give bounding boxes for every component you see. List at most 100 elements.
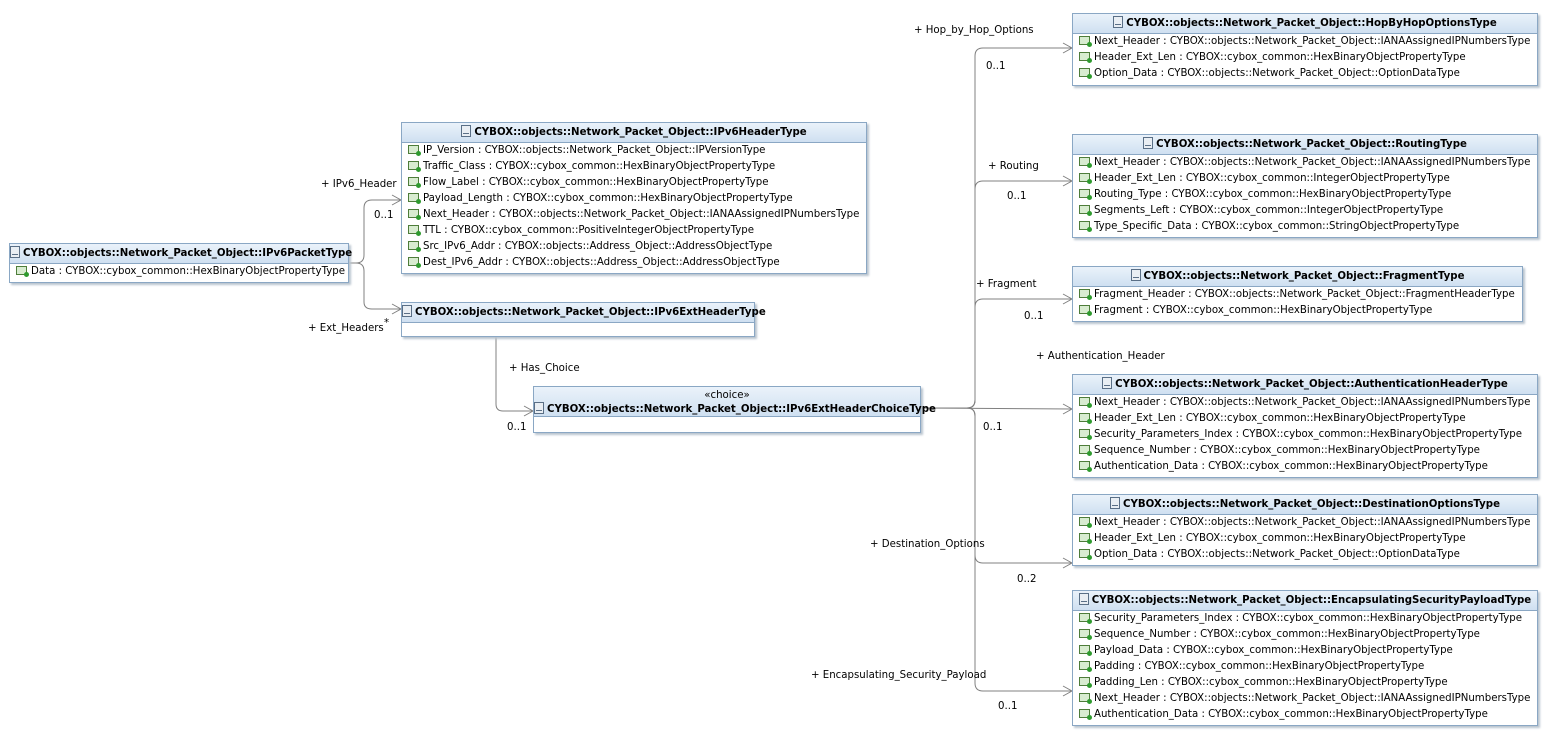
attribute-row[interactable]: Next_Header : CYBOX::objects::Network_Pa… xyxy=(1073,691,1537,707)
class-header: CYBOX::objects::Network_Packet_Object::D… xyxy=(1073,495,1537,515)
attribute-row[interactable]: Header_Ext_Len : CYBOX::cybox_common::He… xyxy=(1073,411,1537,427)
property-icon xyxy=(1079,68,1092,79)
property-icon xyxy=(1079,429,1092,440)
attribute-row[interactable]: Sequence_Number : CYBOX::cybox_common::H… xyxy=(1073,443,1537,459)
attribute-text: Next_Header : CYBOX::objects::Network_Pa… xyxy=(1094,36,1531,47)
attribute-text: Header_Ext_Len : CYBOX::cybox_common::In… xyxy=(1094,173,1450,184)
attribute-row[interactable]: Authentication_Data : CYBOX::cybox_commo… xyxy=(1073,707,1537,723)
class-ipv6-ext-header-choice-type[interactable]: «choice» CYBOX::objects::Network_Packet_… xyxy=(533,386,936,433)
class-icon xyxy=(1078,593,1089,605)
attribute-text: Next_Header : CYBOX::objects::Network_Pa… xyxy=(423,209,860,220)
attribute-text: Payload_Data : CYBOX::cybox_common::HexB… xyxy=(1094,645,1453,656)
label-esp-multiplicity: 0..1 xyxy=(998,701,1018,712)
attribute-row[interactable]: IP_Version : CYBOX::objects::Network_Pac… xyxy=(402,143,866,159)
attribute-row[interactable]: Payload_Length : CYBOX::cybox_common::He… xyxy=(402,191,866,207)
attribute-text: Next_Header : CYBOX::objects::Network_Pa… xyxy=(1094,157,1531,168)
class-routing-type[interactable]: CYBOX::objects::Network_Packet_Object::R… xyxy=(1072,134,1538,238)
label-routing-role: + Routing xyxy=(988,161,1039,172)
property-icon xyxy=(1079,677,1092,688)
attribute-list: Next_Header : CYBOX::objects::Network_Pa… xyxy=(1073,155,1537,235)
class-fragment-type[interactable]: CYBOX::objects::Network_Packet_Object::F… xyxy=(1072,266,1523,322)
attribute-row[interactable]: Fragment : CYBOX::cybox_common::HexBinar… xyxy=(1073,303,1522,319)
attribute-list: Next_Header : CYBOX::objects::Network_Pa… xyxy=(1073,34,1537,82)
attribute-text: Security_Parameters_Index : CYBOX::cybox… xyxy=(1094,429,1523,440)
attribute-list: IP_Version : CYBOX::objects::Network_Pac… xyxy=(402,143,866,271)
property-icon xyxy=(408,161,421,172)
property-icon xyxy=(1079,221,1092,232)
class-destination-options-type[interactable]: CYBOX::objects::Network_Packet_Object::D… xyxy=(1072,494,1538,566)
attribute-row[interactable]: Next_Header : CYBOX::objects::Network_Pa… xyxy=(1073,395,1537,411)
label-fragment-multiplicity: 0..1 xyxy=(1024,311,1044,322)
class-ipv6-packet-type[interactable]: CYBOX::objects::Network_Packet_Object::I… xyxy=(9,243,352,283)
attribute-text: Dest_IPv6_Addr : CYBOX::objects::Address… xyxy=(423,257,780,268)
class-icon xyxy=(534,402,544,414)
attribute-row[interactable]: Security_Parameters_Index : CYBOX::cybox… xyxy=(1073,427,1537,443)
label-ipv6-header-role: + IPv6_Header xyxy=(321,179,397,190)
class-title: CYBOX::objects::Network_Packet_Object::I… xyxy=(474,127,807,138)
attribute-text: Padding_Len : CYBOX::cybox_common::HexBi… xyxy=(1094,677,1448,688)
attribute-row[interactable]: Authentication_Data : CYBOX::cybox_commo… xyxy=(1073,459,1537,475)
attribute-row[interactable]: Flow_Label : CYBOX::cybox_common::HexBin… xyxy=(402,175,866,191)
attribute-row[interactable]: Next_Header : CYBOX::objects::Network_Pa… xyxy=(402,207,866,223)
attribute-text: Next_Header : CYBOX::objects::Network_Pa… xyxy=(1094,397,1531,408)
class-icon xyxy=(1113,16,1124,28)
attribute-row[interactable]: Routing_Type : CYBOX::cybox_common::HexB… xyxy=(1073,187,1537,203)
attribute-row[interactable]: Option_Data : CYBOX::objects::Network_Pa… xyxy=(1073,66,1537,82)
label-has-choice-multiplicity: 0..1 xyxy=(507,422,527,433)
class-hop-by-hop-options-type[interactable]: CYBOX::objects::Network_Packet_Object::H… xyxy=(1072,13,1538,86)
attribute-row[interactable]: Data : CYBOX::cybox_common::HexBinaryObj… xyxy=(10,264,348,280)
class-header: CYBOX::objects::Network_Packet_Object::I… xyxy=(10,244,352,264)
attribute-row[interactable]: Fragment_Header : CYBOX::objects::Networ… xyxy=(1073,287,1522,303)
attribute-row[interactable]: Padding_Len : CYBOX::cybox_common::HexBi… xyxy=(1073,675,1537,691)
class-ipv6-ext-header-type[interactable]: CYBOX::objects::Network_Packet_Object::I… xyxy=(401,302,766,337)
attribute-text: Option_Data : CYBOX::objects::Network_Pa… xyxy=(1094,68,1460,79)
property-icon xyxy=(1079,629,1092,640)
class-ipv6-header-type[interactable]: CYBOX::objects::Network_Packet_Object::I… xyxy=(401,122,867,274)
attribute-text: Sequence_Number : CYBOX::cybox_common::H… xyxy=(1094,629,1480,640)
attribute-row[interactable]: Traffic_Class : CYBOX::cybox_common::Hex… xyxy=(402,159,866,175)
attribute-row[interactable]: Header_Ext_Len : CYBOX::cybox_common::He… xyxy=(1073,50,1537,66)
class-authentication-header-type[interactable]: CYBOX::objects::Network_Packet_Object::A… xyxy=(1072,374,1538,478)
label-dest-role: + Destination_Options xyxy=(870,539,985,550)
property-icon xyxy=(1079,397,1092,408)
attribute-row[interactable]: Next_Header : CYBOX::objects::Network_Pa… xyxy=(1073,155,1537,171)
attribute-row[interactable]: Src_IPv6_Addr : CYBOX::objects::Address_… xyxy=(402,239,866,255)
attribute-row[interactable]: Next_Header : CYBOX::objects::Network_Pa… xyxy=(1073,515,1537,531)
label-hop-multiplicity: 0..1 xyxy=(986,61,1006,72)
label-routing-multiplicity: 0..1 xyxy=(1007,191,1027,202)
edge-has-choice xyxy=(495,337,533,412)
attribute-row[interactable]: Segments_Left : CYBOX::cybox_common::Int… xyxy=(1073,203,1537,219)
attribute-text: Header_Ext_Len : CYBOX::cybox_common::He… xyxy=(1094,413,1466,424)
attribute-row[interactable]: Option_Data : CYBOX::objects::Network_Pa… xyxy=(1073,547,1537,563)
property-icon xyxy=(408,225,421,236)
class-icon xyxy=(1110,497,1120,509)
attribute-row[interactable]: TTL : CYBOX::cybox_common::PositiveInteg… xyxy=(402,223,866,239)
class-icon xyxy=(461,125,472,137)
attribute-row[interactable]: Header_Ext_Len : CYBOX::cybox_common::He… xyxy=(1073,531,1537,547)
class-header: CYBOX::objects::Network_Packet_Object::R… xyxy=(1073,135,1537,155)
class-header: CYBOX::objects::Network_Packet_Object::E… xyxy=(1073,591,1537,611)
attribute-row[interactable]: Padding : CYBOX::cybox_common::HexBinary… xyxy=(1073,659,1537,675)
class-icon xyxy=(1143,137,1154,149)
class-encapsulating-security-payload-type[interactable]: CYBOX::objects::Network_Packet_Object::E… xyxy=(1072,590,1538,726)
label-ext-headers-multiplicity: * xyxy=(384,318,390,329)
attribute-row[interactable]: Next_Header : CYBOX::objects::Network_Pa… xyxy=(1073,34,1537,50)
attribute-text: TTL : CYBOX::cybox_common::PositiveInteg… xyxy=(423,225,755,236)
label-ipv6-header-multiplicity: 0..1 xyxy=(374,210,394,221)
attribute-row[interactable]: Dest_IPv6_Addr : CYBOX::objects::Address… xyxy=(402,255,866,271)
edge-esp xyxy=(921,407,1072,692)
attribute-row[interactable]: Sequence_Number : CYBOX::cybox_common::H… xyxy=(1073,627,1537,643)
attribute-row[interactable]: Type_Specific_Data : CYBOX::cybox_common… xyxy=(1073,219,1537,235)
property-icon xyxy=(1079,36,1092,47)
attribute-row[interactable]: Header_Ext_Len : CYBOX::cybox_common::In… xyxy=(1073,171,1537,187)
class-title: CYBOX::objects::Network_Packet_Object::I… xyxy=(415,307,766,318)
property-icon xyxy=(1079,709,1092,720)
attribute-list: Fragment_Header : CYBOX::objects::Networ… xyxy=(1073,287,1522,319)
label-hop-role: + Hop_by_Hop_Options xyxy=(914,25,1034,36)
attribute-text: Sequence_Number : CYBOX::cybox_common::H… xyxy=(1094,445,1480,456)
class-header: CYBOX::objects::Network_Packet_Object::I… xyxy=(402,123,866,143)
attribute-text: Payload_Length : CYBOX::cybox_common::He… xyxy=(423,193,793,204)
attribute-row[interactable]: Security_Parameters_Index : CYBOX::cybox… xyxy=(1073,611,1537,627)
attribute-row[interactable]: Payload_Data : CYBOX::cybox_common::HexB… xyxy=(1073,643,1537,659)
property-icon xyxy=(408,241,421,252)
